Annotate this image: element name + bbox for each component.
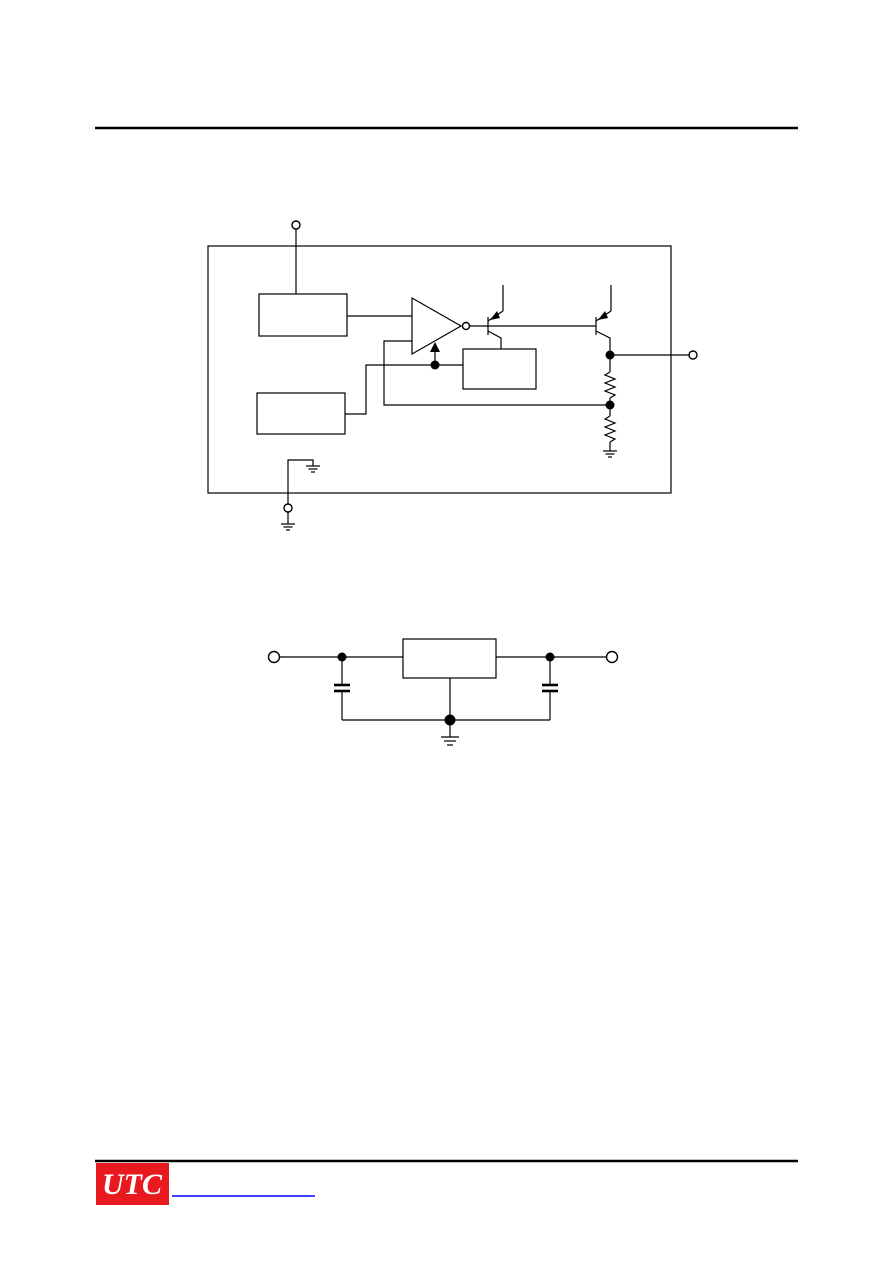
logo-background	[96, 1163, 169, 1205]
application-circuit	[267, 638, 619, 746]
bias-arrow-icon	[430, 342, 440, 352]
utc-logo: UTC	[96, 1163, 169, 1205]
feedback-node	[605, 400, 615, 410]
pass-arrow-icon	[598, 311, 608, 320]
logo-text: UTC	[102, 1168, 163, 1201]
application-ground-icon	[441, 736, 459, 746]
driver-collector	[487, 330, 502, 349]
internal-ground-icon	[306, 465, 320, 473]
ground-pin-wire	[287, 459, 314, 504]
reference-block	[258, 293, 348, 337]
ground-terminal-icon	[281, 523, 295, 531]
upper-resistor	[603, 371, 617, 399]
protection-block	[256, 392, 346, 435]
bias-node	[430, 360, 440, 370]
error-amplifier	[411, 296, 463, 356]
divider-ground-icon	[603, 450, 617, 458]
block-diagram	[207, 220, 698, 531]
vout-terminal	[605, 650, 619, 664]
vin-terminal	[267, 650, 281, 664]
feedback-wire	[383, 340, 610, 406]
output-terminal	[688, 350, 698, 360]
input-terminal	[291, 220, 301, 230]
regulator-ic	[402, 638, 497, 679]
current-limit-block	[462, 348, 537, 390]
ground-node	[444, 714, 456, 726]
pass-collector	[595, 330, 611, 355]
amp-output-inversion	[461, 321, 471, 331]
driver-arrow-icon	[490, 311, 500, 320]
ic-outline	[207, 245, 672, 494]
lower-resistor	[603, 415, 617, 443]
ground-terminal	[283, 503, 293, 513]
protection-wire	[345, 364, 463, 415]
